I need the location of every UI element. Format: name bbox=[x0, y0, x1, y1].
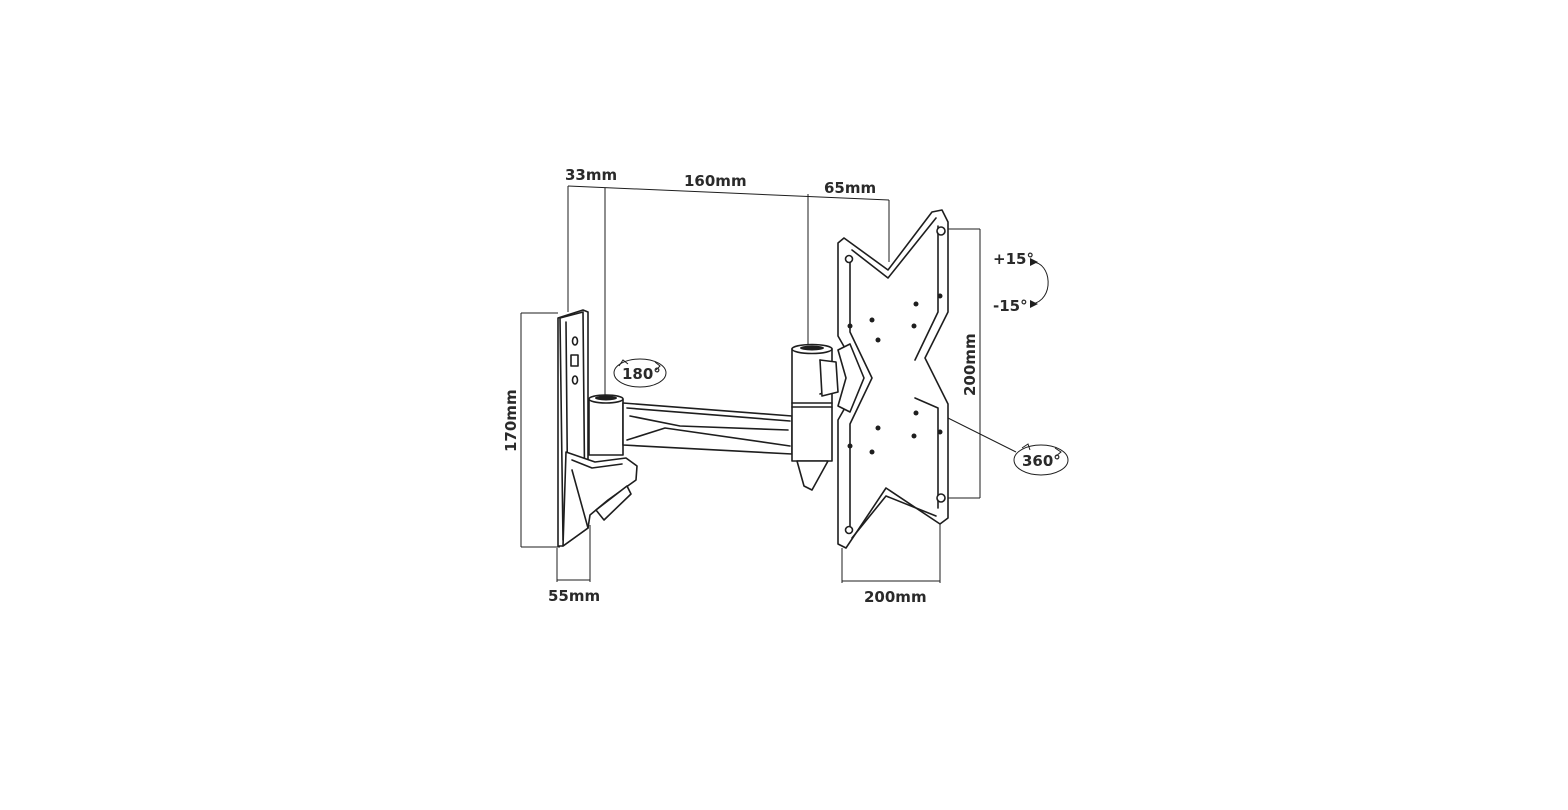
swivel-label: 180° bbox=[622, 365, 661, 383]
vesa-width-label: 200mm bbox=[864, 588, 927, 606]
vesa-height-label: 200mm bbox=[961, 333, 979, 396]
arm-length-label: 160mm bbox=[684, 172, 747, 190]
vesa-plate bbox=[837, 209, 949, 549]
wall-offset-label: 33mm bbox=[565, 166, 617, 184]
plate-offset-label: 65mm bbox=[824, 179, 876, 197]
swivel-indicator bbox=[613, 358, 667, 388]
dimension-lines bbox=[520, 185, 1017, 583]
tilt-down-label: -15° bbox=[993, 297, 1028, 315]
tilt-indicator bbox=[1030, 258, 1049, 308]
wall-plate-depth-label: 55mm bbox=[548, 587, 600, 605]
tilt-up-label: +15° bbox=[993, 250, 1034, 268]
rotate-label: 360° bbox=[1022, 452, 1061, 470]
rotate-indicator bbox=[1013, 443, 1069, 476]
swivel-arm bbox=[588, 343, 839, 491]
wall-plate-height-label: 170mm bbox=[502, 389, 520, 452]
wall-plate bbox=[557, 309, 638, 547]
